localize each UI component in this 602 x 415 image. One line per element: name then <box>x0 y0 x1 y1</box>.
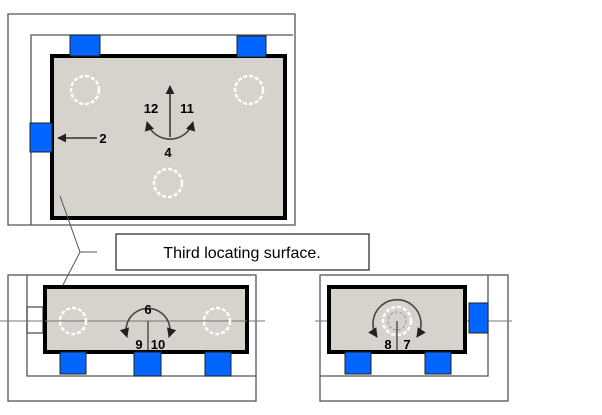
label-10: 10 <box>151 337 165 352</box>
hole-inner <box>387 311 407 331</box>
locator-block-right <box>468 302 489 334</box>
hole <box>58 306 88 336</box>
locator-block <box>59 351 87 375</box>
label-2: 2 <box>99 131 106 146</box>
front-view: 6 9 10 <box>0 274 265 402</box>
outer-frame <box>319 274 509 402</box>
rotation-arc <box>144 121 196 140</box>
locator-block <box>133 351 162 377</box>
locator-block-top-left <box>69 34 101 57</box>
callout-box <box>115 233 370 271</box>
rotation-arc <box>119 307 177 338</box>
locator-block <box>424 351 452 375</box>
side-stop <box>26 306 44 334</box>
workpiece <box>43 285 249 354</box>
label-7: 7 <box>403 337 410 352</box>
locator-block <box>344 351 372 375</box>
label-8: 8 <box>384 337 391 352</box>
label-11: 11 <box>180 101 194 116</box>
callout: Third locating surface. <box>49 195 370 311</box>
workpiece <box>50 54 287 220</box>
outer-frame <box>7 274 257 402</box>
rotation-arc <box>368 298 426 338</box>
locator-block-top-right <box>236 35 267 58</box>
hole <box>233 74 265 106</box>
hole <box>69 74 101 106</box>
label-6: 6 <box>144 302 151 317</box>
label-9: 9 <box>135 337 142 352</box>
side-view: 8 7 <box>315 274 512 402</box>
locator-block-left <box>29 122 53 153</box>
label-4: 4 <box>164 145 172 160</box>
label-12: 12 <box>144 101 158 116</box>
locator-block <box>204 351 232 377</box>
hole <box>202 306 232 336</box>
top-view: 2 12 11 4 <box>7 13 296 226</box>
inner-frame <box>30 34 293 225</box>
hole <box>152 167 184 199</box>
outer-frame <box>7 13 296 226</box>
callout-text: Third locating surface. <box>163 245 320 262</box>
